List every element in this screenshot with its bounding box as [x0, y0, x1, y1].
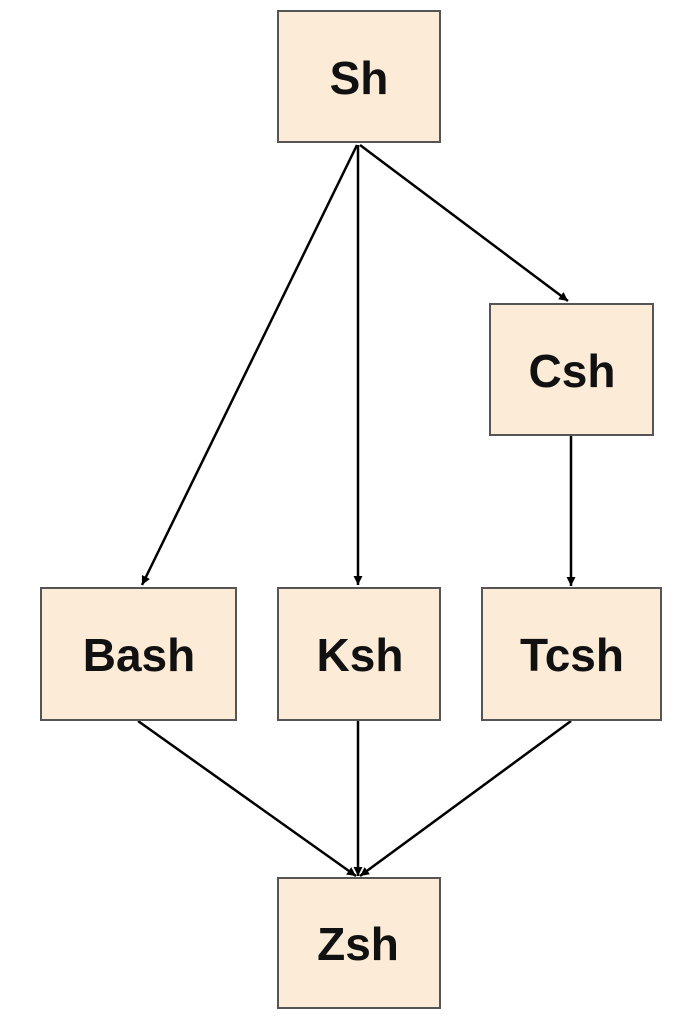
- edge-sh-bash: [140, 144, 359, 586]
- edges: [137, 144, 576, 878]
- node-csh: Csh: [489, 303, 654, 436]
- node-sh-label: Sh: [330, 52, 389, 104]
- node-sh-box: [277, 10, 441, 143]
- node-bash-box: [40, 587, 237, 721]
- node-ksh-box: [277, 587, 441, 721]
- node-sh: Sh: [277, 10, 441, 143]
- node-ksh: Ksh: [277, 587, 441, 721]
- node-tcsh-box: [481, 587, 662, 721]
- node-ksh-label: Ksh: [317, 629, 404, 681]
- edge-tcsh-zsh: [359, 719, 572, 878]
- node-csh-box: [489, 303, 654, 436]
- node-bash: Bash: [40, 587, 237, 721]
- node-csh-label: Csh: [529, 345, 616, 397]
- node-zsh-label: Zsh: [317, 918, 399, 970]
- node-tcsh: Tcsh: [481, 587, 662, 721]
- edge-bash-zsh: [137, 719, 357, 878]
- node-tcsh-label: Tcsh: [520, 629, 624, 681]
- node-zsh-box: [277, 877, 441, 1009]
- node-zsh: Zsh: [277, 877, 441, 1009]
- edge-sh-csh: [359, 144, 569, 302]
- node-bash-label: Bash: [83, 629, 195, 681]
